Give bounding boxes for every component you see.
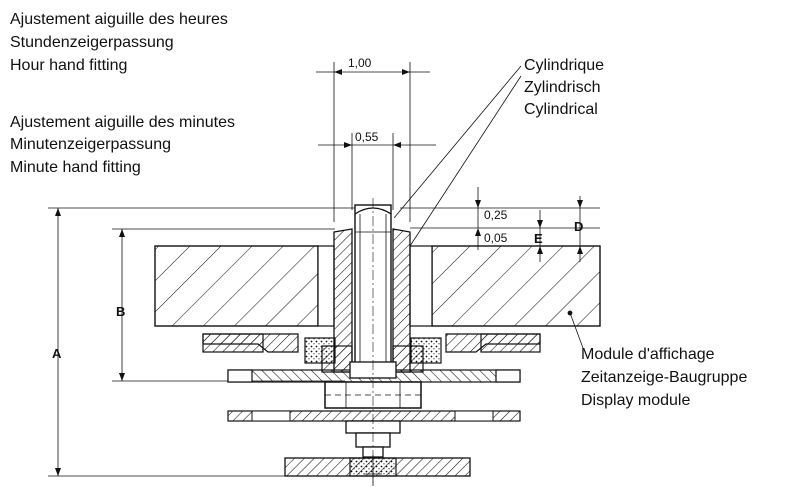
minute-hand-label-fr: Ajustement aiguille des minutes [10,114,235,131]
minute-hand-label-de: Minutenzeigerpassung [10,136,171,153]
display-module-leader-line [569,312,584,349]
cylindrical-label-fr: Cylindrique [524,57,604,74]
minute-hand-fitting-label: Ajustement aiguille des minutes Minutenz… [10,114,235,176]
hour-tube [321,228,424,373]
hour-wheel [202,333,541,364]
display-module-label: Module d'affichage Zeitanzeige-Baugruppe… [581,346,747,409]
lower-offset-value: 0,05 [484,231,508,245]
hour-hand-label-fr: Ajustement aiguille des heures [10,11,228,28]
hour-width-dimension: 1,00 [316,56,430,222]
display-module-label-fr: Module d'affichage [581,346,715,363]
cylindrical-label-en: Cylindrical [524,101,598,118]
cylindrical-leader-line-1 [393,65,522,219]
display-module-label-de: Zeitanzeige-Baugruppe [581,369,747,386]
top-offset-value: 0,25 [484,208,508,222]
hour-hand-label-en: Hour hand fitting [10,57,127,74]
hour-hand-fitting-label: Ajustement aiguille des heures Stundenze… [10,11,228,74]
minute-width-dimension: 0,55 [318,130,436,210]
dimension-letter-b: B [116,304,125,319]
minute-hand-label-en: Minute hand fitting [10,159,141,176]
cylindrical-label: Cylindrique Zylindrisch Cylindrical [524,57,604,118]
minute-arbor [349,204,397,379]
bottom-plate [284,455,471,486]
display-module-label-en: Display module [581,392,690,409]
dimension-letter-d: D [574,219,583,234]
hour-width-value: 1,00 [348,56,372,70]
cylindrical-leader-line-2 [409,75,522,247]
third-wheel [227,410,521,422]
cylindrical-label-de: Zylindrisch [524,79,600,96]
main-plate [154,245,601,349]
dimension-letter-a: A [52,346,62,361]
dimension-letter-e: E [534,231,543,246]
minute-width-value: 0,55 [355,130,379,144]
hour-hand-label-de: Stundenzeigerpassung [10,34,174,51]
